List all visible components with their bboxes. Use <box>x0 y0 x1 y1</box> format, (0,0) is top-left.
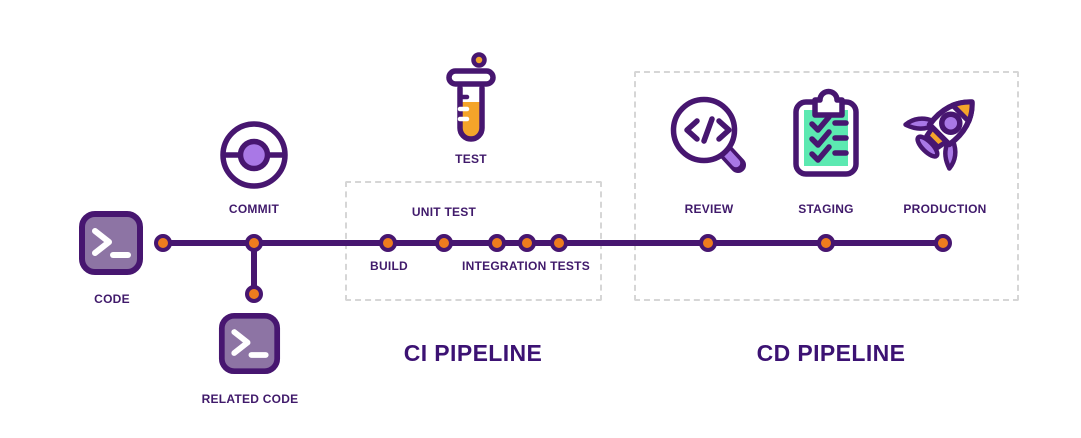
test-tube-icon <box>446 52 496 142</box>
node-related-code <box>245 285 263 303</box>
ci-pipeline-title: CI PIPELINE <box>403 340 543 366</box>
label-commit: COMMIT <box>228 202 280 216</box>
rocket-icon <box>903 99 975 171</box>
cd-pipeline-title: CD PIPELINE <box>756 340 906 366</box>
clipboard-checklist-icon <box>793 88 859 177</box>
label-integration-tests: INTEGRATION TESTS <box>461 259 591 273</box>
label-staging: STAGING <box>798 202 854 216</box>
node-commit <box>245 234 263 252</box>
node-integration-test-3 <box>550 234 568 252</box>
commit-icon <box>220 121 288 189</box>
node-build <box>379 234 397 252</box>
node-review <box>699 234 717 252</box>
terminal-icon <box>79 211 143 275</box>
node-integration-test-2 <box>518 234 536 252</box>
label-build: BUILD <box>370 259 408 273</box>
cd-pipeline-box <box>634 71 1019 301</box>
label-code: CODE <box>94 292 130 306</box>
node-code <box>154 234 172 252</box>
label-related-code: RELATED CODE <box>201 392 299 406</box>
node-staging <box>817 234 835 252</box>
label-test: TEST <box>455 152 487 166</box>
code-review-magnifier-icon <box>670 96 746 173</box>
commit-branch-line <box>251 243 257 294</box>
label-production: PRODUCTION <box>903 202 987 216</box>
label-review: REVIEW <box>684 202 734 216</box>
node-integration-test-1 <box>488 234 506 252</box>
node-production <box>934 234 952 252</box>
label-unit-test: UNIT TEST <box>411 205 477 219</box>
terminal-icon <box>218 312 281 375</box>
node-unit-test <box>435 234 453 252</box>
